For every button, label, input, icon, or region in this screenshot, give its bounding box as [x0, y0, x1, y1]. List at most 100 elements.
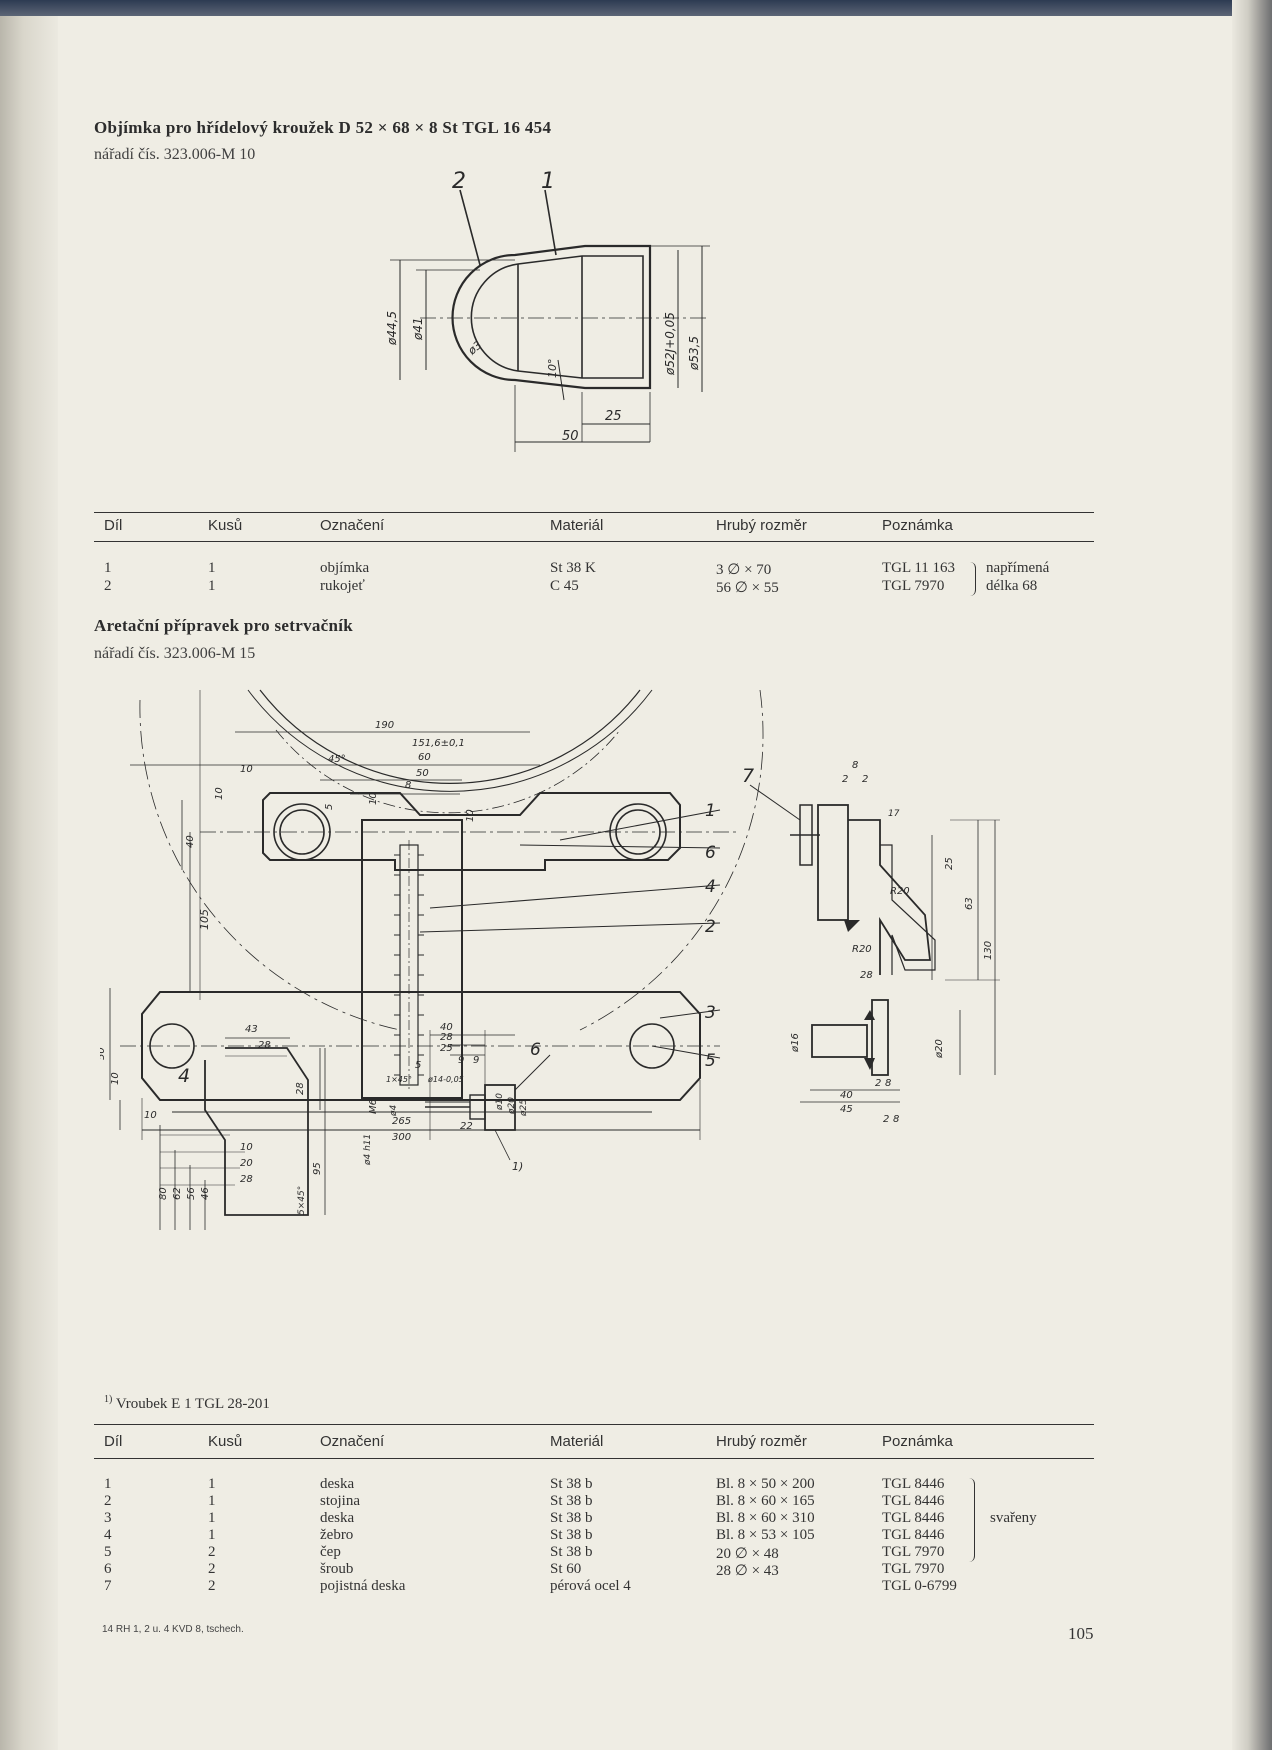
dim-10-a: 10	[240, 764, 253, 775]
dim-screw-9b: 9	[473, 1055, 479, 1066]
dim-10-b: 10	[214, 787, 225, 800]
dim-rib-chamfer: 5×45°	[297, 1186, 307, 1215]
section1-tool-number: nářadí čís. 323.006-M 10	[94, 146, 256, 163]
t1r2-oznaceni: rukojeť	[320, 578, 365, 594]
page-number: 105	[1068, 1624, 1094, 1643]
t2r1-poznamka: TGL 8446	[882, 1476, 945, 1492]
fixture-part-label-1: 1	[705, 801, 716, 821]
table1-top-rule	[94, 512, 1094, 513]
t2r3-poznamka: TGL 8446	[882, 1510, 945, 1526]
table2-header-oznaceni: Označení	[320, 1433, 385, 1450]
dim-screw-chamfer: 1×45°	[386, 1075, 412, 1084]
dim-screw-d4: ø4	[389, 1104, 399, 1117]
dim-side-2b: 2	[862, 774, 868, 785]
dim-rib-28-top: 28	[258, 1040, 271, 1051]
table1-header-hruby: Hrubý rozměr	[716, 517, 807, 534]
t2r6-poznamka: TGL 7970	[882, 1561, 945, 1577]
table1-header-poznamka: Poznámka	[882, 517, 953, 534]
dim-screw-d14: ø14-0,05	[427, 1075, 464, 1084]
dim-screw-d10: ø10	[495, 1093, 505, 1111]
sleeve-part-label-2: 2	[452, 169, 466, 194]
fixture-part-label-2: 2	[705, 917, 716, 937]
dim-side-40: 40	[840, 1090, 853, 1101]
t2r6-material: St 60	[550, 1561, 582, 1577]
t2r4-kusu: 1	[208, 1527, 216, 1543]
t2r3-kusu: 1	[208, 1510, 216, 1526]
screw-footnote-mark: 1)	[512, 1160, 523, 1173]
dim-screw-m6: M6	[368, 1099, 379, 1114]
dim-45deg: 45°	[328, 754, 346, 765]
dim-105: 105	[198, 909, 211, 930]
dim-side-d16: ø16	[790, 1033, 801, 1053]
dim-side-r20-a: R20	[890, 886, 910, 897]
t2r4-dil: 4	[104, 1527, 112, 1543]
t2r3-dil: 3	[104, 1510, 112, 1526]
dim-rib-56: 56	[186, 1187, 197, 1200]
table1-header-oznaceni: Označení	[320, 517, 385, 534]
dim-d52j: ø52J+0,05	[663, 312, 677, 376]
t2r2-material: St 38 b	[550, 1493, 593, 1509]
dim-screw-d20: ø20	[507, 1097, 517, 1115]
t1r2-kusu: 1	[208, 578, 216, 594]
table2-top-rule	[94, 1424, 1094, 1425]
footnote-mark: 1)	[104, 1394, 113, 1405]
dim-side-r20-b: R20	[852, 944, 872, 955]
dim-side-17: 17	[888, 809, 900, 819]
book-spine-shadow	[0, 0, 58, 1750]
dim-10-d: 10	[465, 809, 476, 822]
table2-header-kusu: Kusů	[208, 1433, 243, 1450]
table2-header-dil: Díl	[104, 1433, 123, 1450]
dim-rib-43: 43	[245, 1024, 258, 1035]
t2r6-oznaceni: šroub	[320, 1561, 354, 1577]
table2-header-poznamka: Poznámka	[882, 1433, 953, 1450]
printer-line: 14 RH 1, 2 u. 4 KVD 8, tschech.	[102, 1624, 244, 1635]
dim-side-2d: 2	[883, 1114, 889, 1125]
t2r3-oznaceni: deska	[320, 1510, 355, 1526]
table1-header-rule	[94, 541, 1094, 542]
dim-d53-5: ø53,5	[687, 336, 701, 371]
table2-header-rule	[94, 1458, 1094, 1459]
t2r1-material: St 38 b	[550, 1476, 593, 1492]
t2r1-kusu: 1	[208, 1476, 216, 1492]
footnote: 1) Vroubek E 1 TGL 28-201	[104, 1394, 270, 1413]
dim-d41: ø41	[411, 317, 425, 341]
dim-d44-5: ø44,5	[385, 311, 399, 346]
sleeve-drawing: 2 1 ø44,5 ø41 ø3 10° ø52J+0,05 ø53,5 25 …	[385, 169, 710, 452]
t2r5-material: St 38 b	[550, 1544, 593, 1560]
t2r5-dil: 5	[104, 1544, 112, 1560]
dim-side-d20: ø20	[934, 1039, 945, 1059]
t2r6-kusu: 2	[208, 1561, 216, 1577]
t2r5-kusu: 2	[208, 1544, 216, 1560]
top-scan-edge	[0, 0, 1272, 16]
t2r2-kusu: 1	[208, 1493, 216, 1509]
dim-rib-80: 80	[158, 1187, 169, 1200]
t2r7-oznaceni: pojistná deska	[320, 1578, 406, 1594]
dim-side-2c: 2	[875, 1078, 881, 1089]
t2r5-hruby: 20 ∅ × 48	[716, 1546, 779, 1562]
dim-d3: ø3	[465, 339, 485, 358]
dim-rib-20: 20	[240, 1158, 253, 1169]
dim-50-top: 50	[416, 768, 429, 779]
dim-rib-62: 62	[172, 1187, 183, 1200]
t2r4-material: St 38 b	[550, 1527, 593, 1543]
dim-side-63: 63	[964, 897, 975, 910]
t2r7-kusu: 2	[208, 1578, 216, 1594]
t2r1-oznaceni: deska	[320, 1476, 355, 1492]
t2r1-dil: 1	[104, 1476, 112, 1492]
dim-25: 25	[605, 409, 622, 424]
dim-rib-28-bottom: 28	[240, 1174, 253, 1185]
table1-brace	[970, 562, 976, 596]
page-edge-stack	[1232, 0, 1272, 1750]
dim-151-6: 151,6±0,1	[412, 738, 465, 749]
t1r1-kusu: 1	[208, 560, 216, 576]
t2r1-hruby: Bl. 8 × 50 × 200	[716, 1476, 815, 1492]
t2r2-oznaceni: stojina	[320, 1493, 360, 1509]
fixture-drawing: 1 6 4 2 3 5 7 4 6 1) 190 151,6±0,1 60 50…	[100, 689, 1000, 1230]
dim-side-28: 28	[860, 970, 873, 981]
t2r4-oznaceni: žebro	[320, 1527, 354, 1543]
dim-screw-25: 25	[440, 1043, 453, 1054]
t1r1-poznamka: TGL 11 163	[882, 560, 956, 576]
t1r2-poznamka: TGL 7970	[882, 578, 945, 594]
dim-screw-d25: ø25	[519, 1099, 529, 1117]
